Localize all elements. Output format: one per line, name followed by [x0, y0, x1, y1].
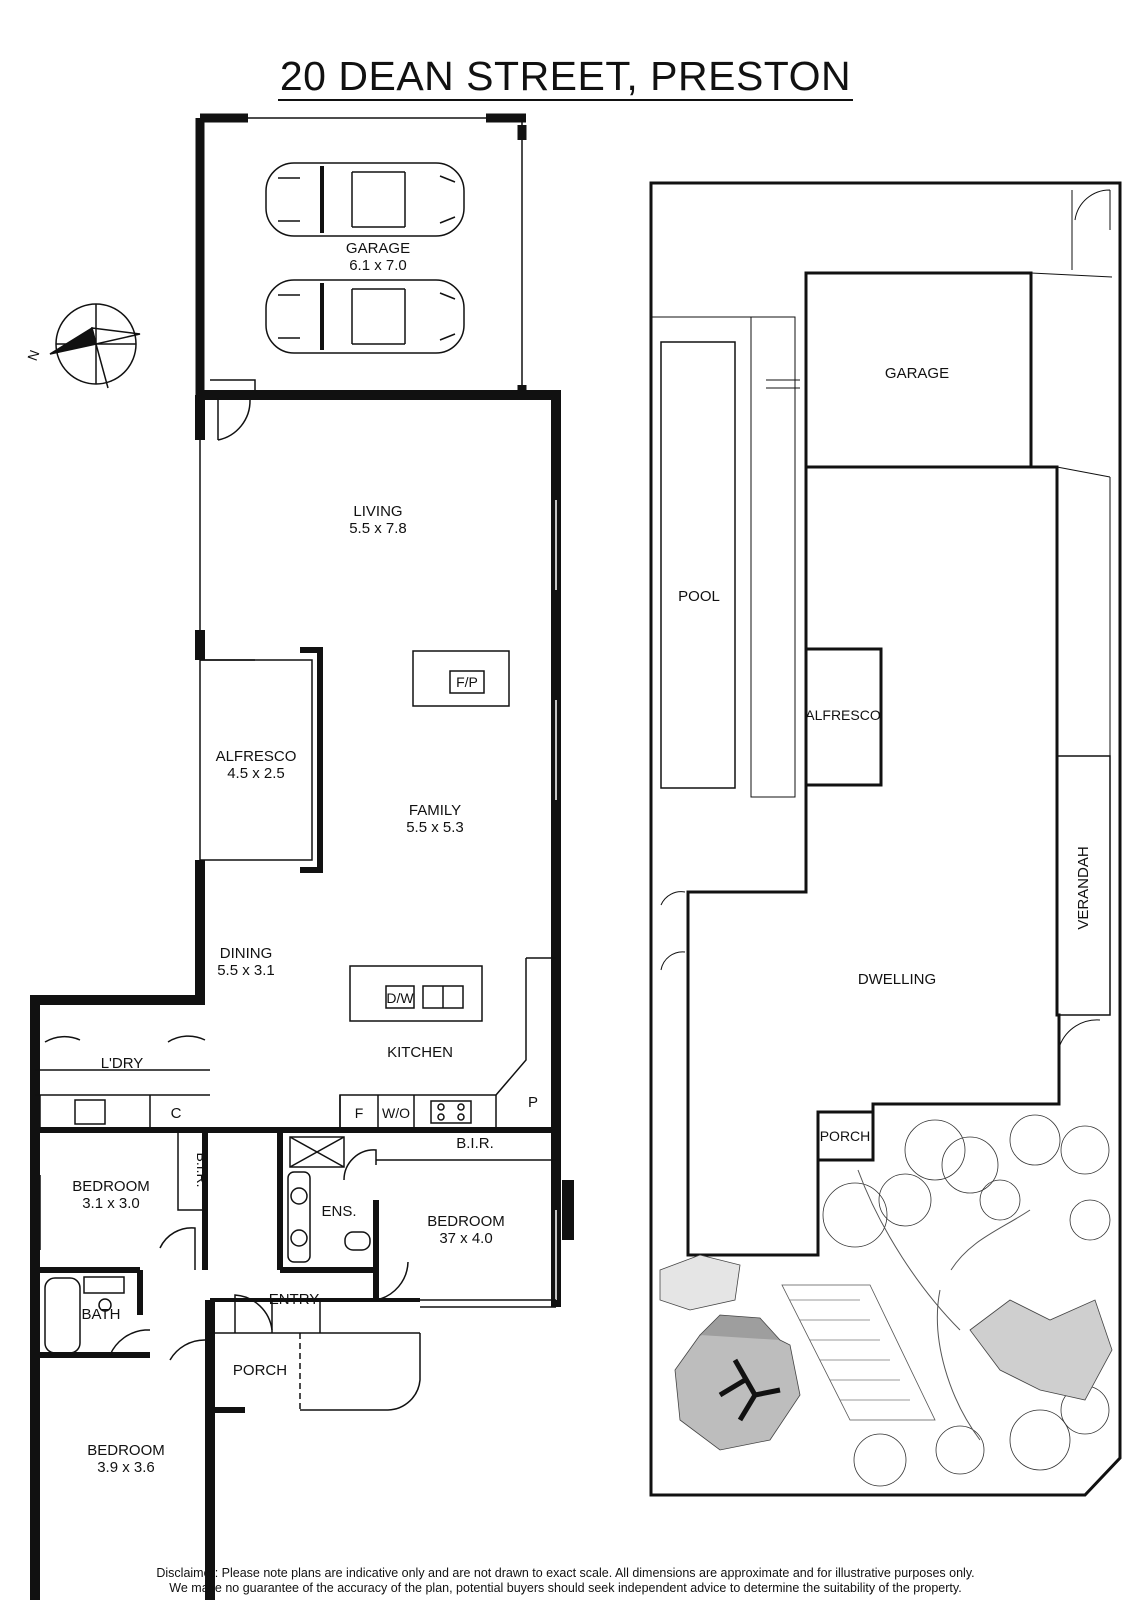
- fireplace-outline: [412, 650, 510, 707]
- site-alfresco-label: ALFRESCO: [805, 707, 881, 723]
- site-pool-outline: [660, 341, 736, 789]
- bath-label: BATH: [82, 1306, 121, 1323]
- walk-in-label: W/O: [382, 1105, 410, 1121]
- living-dims: 5.5 x 7.8: [349, 520, 407, 537]
- bedroom-1-dims: 3.1 x 3.0: [82, 1195, 140, 1212]
- disclaimer: Disclaimer: Please note plans are indica…: [0, 1566, 1131, 1596]
- family-dims: 5.5 x 5.3: [406, 819, 464, 836]
- bedroom-2-dims: 37 x 4.0: [439, 1230, 492, 1247]
- site-porch-label: PORCH: [820, 1128, 871, 1144]
- living-label: LIVING: [353, 503, 402, 520]
- site-plan-labels: GARAGE POOL ALFRESCO VERANDAH DWELLING P…: [678, 365, 1092, 1144]
- living-door-swing: [217, 398, 251, 441]
- bedroom-3-label: BEDROOM: [87, 1442, 165, 1459]
- bedroom-2-label: BEDROOM: [427, 1213, 505, 1230]
- bedroom-1-walls: [35, 1130, 208, 1273]
- car-icon-lower: [265, 279, 465, 354]
- site-pool-label: POOL: [678, 588, 720, 605]
- house-outer-walls: [30, 390, 574, 1600]
- fridge-label: F: [355, 1105, 364, 1121]
- entry-walls: [210, 1294, 556, 1413]
- bath-walls: [35, 1270, 206, 1361]
- bir-2-label: B.I.R.: [456, 1135, 494, 1152]
- site-garage-label: GARAGE: [885, 365, 949, 382]
- site-dwelling-label: DWELLING: [858, 971, 936, 988]
- site-verandah-label: VERANDAH: [1075, 846, 1092, 929]
- site-boundary: [649, 181, 1122, 1497]
- site-gates-left: [660, 891, 686, 971]
- compass-icon: [49, 303, 141, 389]
- garage-walls: [195, 113, 527, 398]
- fireplace-label: F/P: [456, 674, 478, 690]
- disclaimer-line-2: We make no guarantee of the accuracy of …: [169, 1581, 962, 1595]
- alfresco-dims: 4.5 x 2.5: [227, 765, 285, 782]
- car-icon-upper: [265, 162, 465, 237]
- kitchen-island: [349, 965, 483, 1022]
- disclaimer-line-1: Disclaimer: Please note plans are indica…: [156, 1566, 975, 1580]
- dining-label: DINING: [220, 945, 273, 962]
- laundry-label: L'DRY: [101, 1055, 144, 1072]
- dining-dims: 5.5 x 3.1: [217, 962, 275, 979]
- alfresco-label: ALFRESCO: [216, 748, 297, 765]
- site-alfresco-outline: [804, 647, 883, 787]
- garage-label: GARAGE: [346, 240, 410, 257]
- site-pool-surround: [651, 316, 796, 798]
- laundry-walls: [35, 1035, 556, 1133]
- property-title: 20 DEAN STREET, PRESTON: [0, 52, 1131, 101]
- site-side-path: [1030, 272, 1113, 756]
- floor-plan-labels: GARAGE 6.1 x 7.0 LIVING 5.5 x 7.8 F/P AL…: [24, 240, 538, 1476]
- porch-label: PORCH: [233, 1362, 287, 1379]
- site-gate-right: [1059, 1019, 1101, 1046]
- alfresco-outline: [199, 647, 323, 873]
- landscaping-canopy: [659, 1169, 1113, 1451]
- property-title-text: 20 DEAN STREET, PRESTON: [277, 53, 854, 101]
- landscaping-trees: [781, 1114, 1111, 1487]
- site-verandah-outline: [1056, 755, 1111, 1016]
- dishwasher-label: D/W: [386, 990, 414, 1006]
- bedroom-3-dims: 3.9 x 3.6: [97, 1459, 155, 1476]
- compass-north-label: N: [24, 348, 42, 363]
- ensuite-label: ENS.: [321, 1203, 356, 1220]
- family-label: FAMILY: [409, 802, 461, 819]
- kitchen-label: KITCHEN: [387, 1044, 453, 1061]
- site-plan: [649, 181, 1122, 1497]
- bir-1-label: B.I.R.: [194, 1152, 210, 1187]
- site-step: [766, 379, 800, 389]
- ensuite-walls: [277, 1130, 556, 1301]
- garage-dims: 6.1 x 7.0: [349, 257, 407, 274]
- entry-label: ENTRY: [269, 1291, 320, 1308]
- cupboard-label: C: [171, 1105, 182, 1122]
- site-porch-outline: [816, 1110, 875, 1162]
- floor-plan: [30, 113, 574, 1600]
- pantry-label: P: [528, 1094, 538, 1111]
- site-gate: [1071, 189, 1111, 270]
- bedroom-1-label: BEDROOM: [72, 1178, 150, 1195]
